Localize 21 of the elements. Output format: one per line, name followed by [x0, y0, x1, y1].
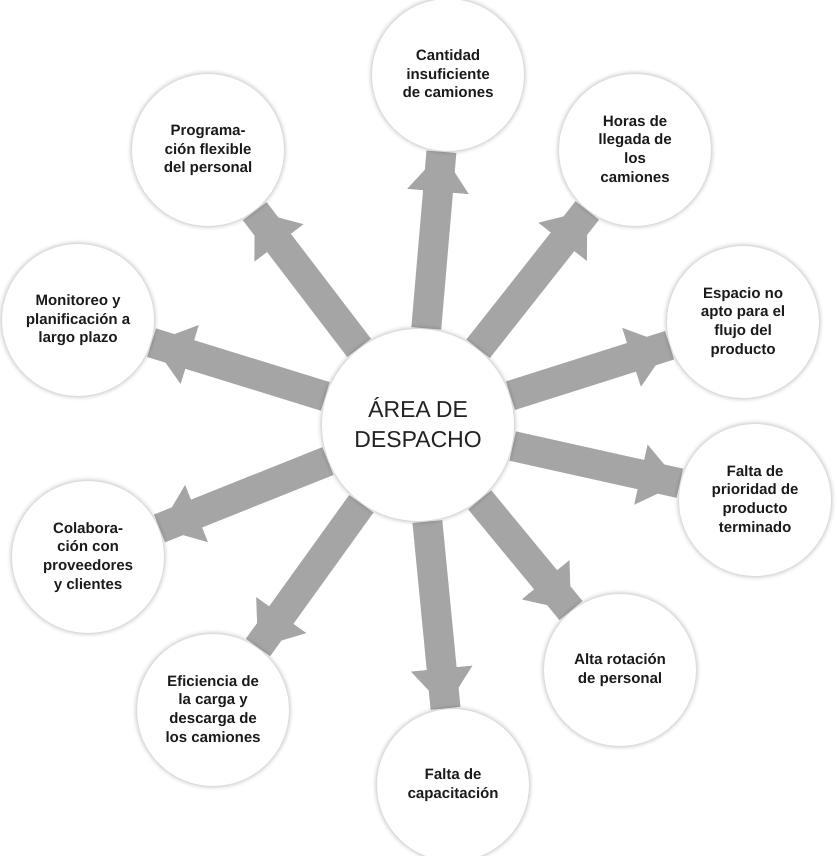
node-label: Colabora- ción con proveedores y clientes: [42, 520, 134, 594]
block-arrow: [407, 150, 469, 330]
node-label: Falta de prioridad de producto terminado: [710, 462, 800, 538]
node-label: Cantidad insuficiente de camiones: [402, 46, 494, 104]
block-arrow: [410, 520, 473, 710]
center-title: ÁREA DE DESPACHO: [353, 395, 483, 454]
node-label: Eficiencia de la carga y descarga de los camiones: [164, 672, 262, 748]
block-arrow: [246, 494, 374, 656]
node-label: Programa- ción flexible del personal: [162, 122, 254, 178]
node-label: Monitoreo y planificación a largo plazo: [24, 292, 132, 348]
block-arrow: [509, 431, 684, 505]
block-arrow: [506, 328, 674, 410]
node-label: Alta rotación de personal: [573, 651, 667, 689]
block-arrow: [466, 201, 600, 358]
block-arrow: [468, 490, 583, 620]
block-arrow: [242, 202, 372, 358]
block-arrow: [154, 447, 334, 542]
node-label: Horas de llegada de los camiones: [597, 112, 673, 188]
node-label: Espacio no apto para el flujo del producto: [700, 284, 786, 360]
block-arrow: [147, 324, 330, 411]
node-label: Falta de capacitación: [406, 766, 500, 804]
